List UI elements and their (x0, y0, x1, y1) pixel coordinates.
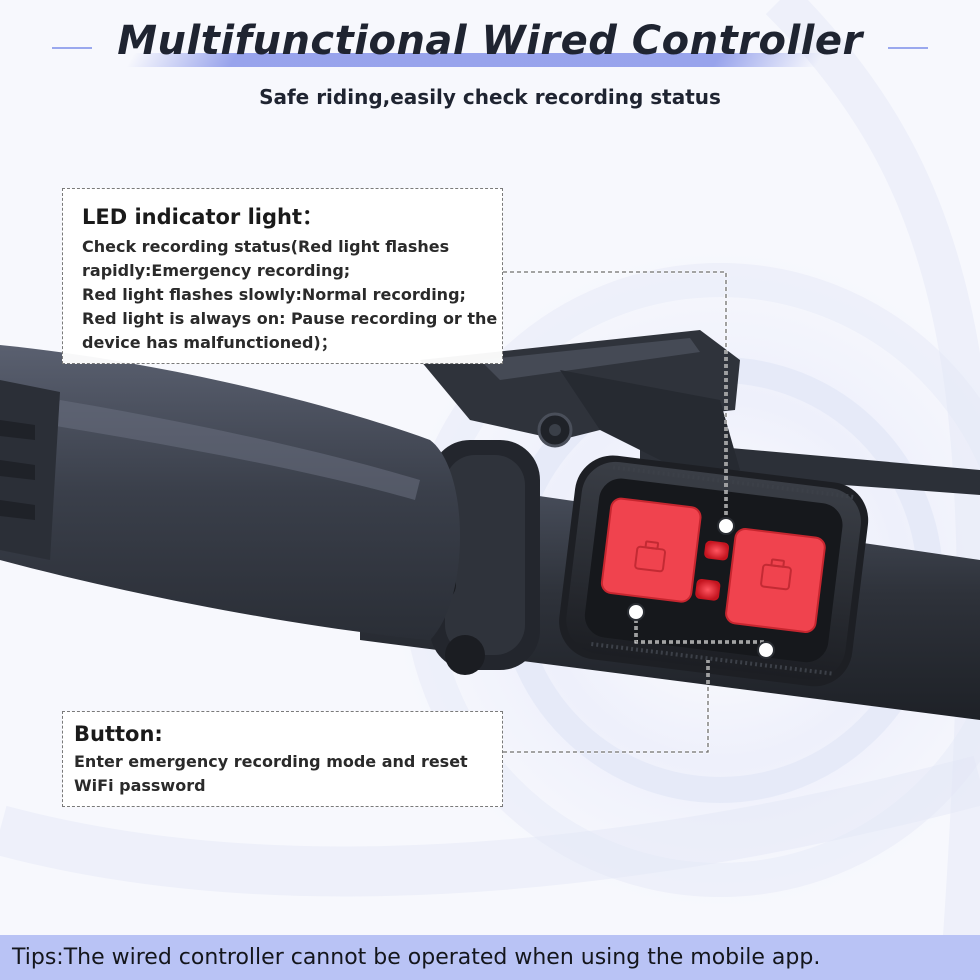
button-callout-line: WiFi password (74, 776, 206, 795)
led-callout-heading: LED indicator light： (82, 205, 324, 229)
led-callout-line: Check recording status(Red light flashes (82, 237, 450, 256)
page-subtitle: Safe riding,easily check recording statu… (259, 85, 721, 109)
tips-text: Tips:The wired controller cannot be oper… (12, 945, 821, 970)
led-callout-line: Red light is always on: Pause recording … (82, 309, 498, 328)
button-callout: Button: Enter emergency recording mode a… (62, 711, 503, 807)
tips-bar: Tips:The wired controller cannot be oper… (0, 935, 980, 980)
button-callout-heading: Button: (74, 722, 163, 746)
led-callout-line: device has malfunctioned)； (82, 333, 337, 352)
camera-icon (634, 540, 667, 573)
button-callout-line: Enter emergency recording mode and reset (74, 752, 468, 771)
page-title: Multifunctional Wired Controller (117, 18, 863, 64)
led-callout-line: rapidly:Emergency recording; (82, 261, 351, 280)
led-callout-line: Red light flashes slowly:Normal recordin… (82, 285, 466, 304)
led-indicator-callout: LED indicator light： Check recording sta… (62, 188, 503, 364)
title-deco-line-right (888, 47, 928, 49)
title-deco-line-left (52, 47, 92, 49)
camera-icon (760, 558, 792, 591)
